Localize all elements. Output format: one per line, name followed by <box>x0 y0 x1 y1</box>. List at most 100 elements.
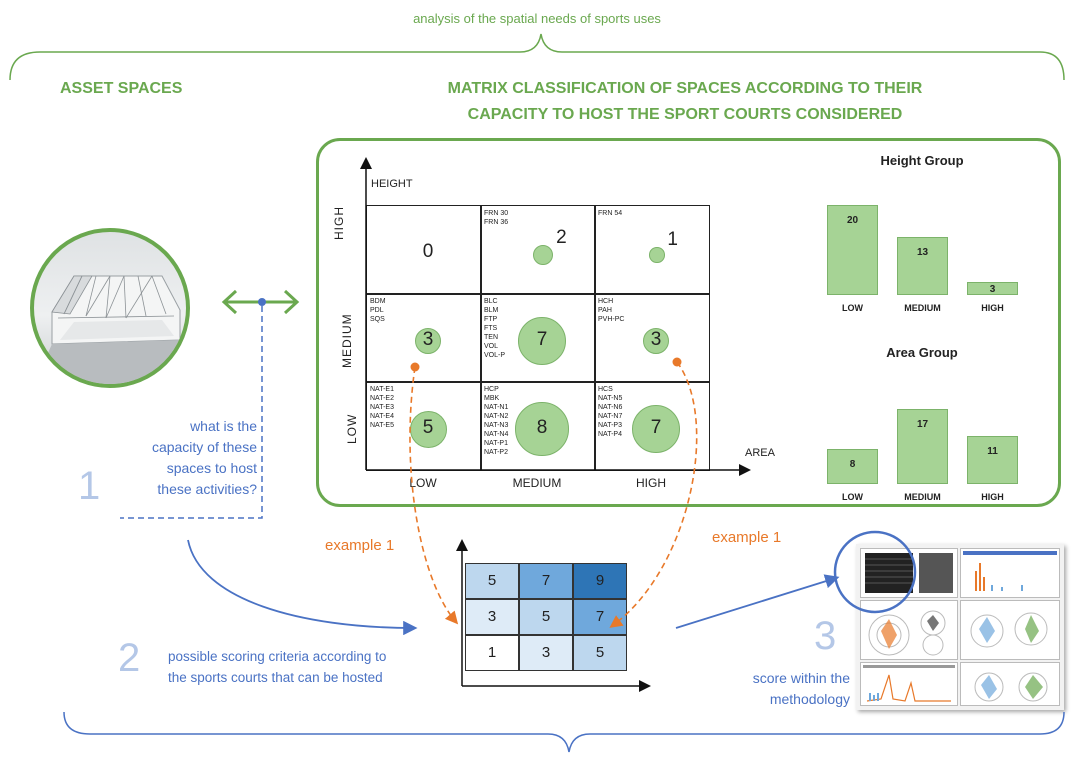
example-label-left: example 1 <box>325 537 395 554</box>
scoring-line-2: the sports courts that can be hosted <box>168 670 383 685</box>
bar-high <box>967 281 1018 295</box>
radar-thumb-icon <box>868 610 946 656</box>
radar-thumb-icon-3 <box>974 672 1048 702</box>
question-line-2: capacity of these <box>151 439 257 455</box>
matrix-cell-items: NAT-E1 NAT-E2 NAT-E3 NAT-E4 NAT-E5 <box>370 386 394 429</box>
thumb-panel-radar-2 <box>960 600 1060 660</box>
score-cell: 5 <box>465 563 519 599</box>
count-bubble <box>515 402 569 456</box>
matrix-cell-high-high <box>594 205 710 295</box>
matrix-cell-medium-high <box>594 293 710 383</box>
col-label-high: HIGH <box>636 476 666 490</box>
highlight-circle <box>833 530 917 614</box>
score-cell: 5 <box>519 599 573 635</box>
orange-dashed-arrow-right <box>609 361 698 628</box>
bar-category-label: HIGH <box>981 303 1004 313</box>
score-cell: 9 <box>573 563 627 599</box>
count-bubble <box>414 327 442 355</box>
y-axis-label: HEIGHT <box>371 178 413 190</box>
count-bubble <box>642 327 670 355</box>
question-line-4: these activities? <box>157 481 257 497</box>
count-bubble <box>649 247 665 263</box>
matrix-cell-items: FRN 54 <box>598 210 623 217</box>
col-label-medium: MEDIUM <box>512 476 562 490</box>
count-label: 2 <box>556 226 567 248</box>
score-cell: 5 <box>573 635 627 671</box>
bar-category-label: MEDIUM <box>904 303 941 313</box>
bar-value-label: 20 <box>846 215 859 226</box>
count-label: 7 <box>536 329 548 350</box>
matrix-cell-items: HCS NAT-N5 NAT-N6 NAT-N7 NAT-P3 NAT-P4 <box>598 386 623 438</box>
x-axis-label: AREA <box>745 447 775 459</box>
count-bubble <box>632 405 680 453</box>
count-bubble <box>518 317 566 365</box>
line-chart-thumb-icon <box>863 665 955 702</box>
result-line-1: score within the <box>752 670 850 686</box>
bar-category-label: HIGH <box>981 492 1004 502</box>
bar-value-label: 11 <box>987 445 998 457</box>
score-cell: 7 <box>519 563 573 599</box>
matrix-title-line1: MATRIX CLASSIFICATION OF SPACES ACCORDIN… <box>447 80 923 97</box>
blue-arrow-to-methodology <box>675 574 840 629</box>
canopy-structure-icon <box>34 275 186 384</box>
matrix-cell-items: HCP MBK NAT-N1 NAT-N2 NAT-N3 NAT-N4 NAT-… <box>484 386 509 456</box>
matrix-cell-items: FRN 30 FRN 36 <box>484 210 509 226</box>
count-label: 8 <box>536 417 548 438</box>
question-line-3: spaces to host <box>166 460 257 476</box>
orange-dashed-arrow-left <box>409 366 459 625</box>
result-line-2: methodology <box>769 691 850 707</box>
top-label: analysis of the spatial needs of sports … <box>413 11 661 26</box>
score-cell: 3 <box>465 599 519 635</box>
question-line-1: what is the <box>190 418 257 434</box>
result-text: score within the methodology <box>708 668 850 710</box>
bar-category-label: MEDIUM <box>904 492 941 502</box>
matrix-panel <box>316 138 1061 507</box>
example-label-right: example 1 <box>712 529 782 546</box>
score-cell: 1 <box>465 635 519 671</box>
matrix-cell-items: HCH PAH PVH-PC <box>598 298 625 323</box>
bar-medium <box>897 236 948 295</box>
step-3-number: 3 <box>814 614 837 658</box>
asset-photo <box>30 228 190 388</box>
step-2-number: 2 <box>118 636 141 680</box>
count-bubble <box>532 244 554 266</box>
matrix-cell-high-medium <box>480 205 596 295</box>
bar-medium <box>897 409 948 484</box>
bottom-brace <box>63 711 1065 753</box>
bar-category-label: LOW <box>842 303 863 313</box>
thumb-panel-radar-1 <box>860 600 958 660</box>
height-group-title: Height Group <box>880 153 964 168</box>
blue-arrow-to-score <box>187 539 418 636</box>
count-label: 3 <box>650 329 662 350</box>
top-brace <box>9 33 1065 81</box>
bar-category-label: LOW <box>842 492 863 502</box>
thumb-panel-table <box>860 548 958 598</box>
radar-thumb-icon-2 <box>970 612 1048 648</box>
col-label-low: LOW <box>409 476 437 490</box>
connector-dot <box>258 298 266 306</box>
bar-high <box>967 435 1018 484</box>
thumb-panel-radar-3 <box>960 662 1060 706</box>
thumb-panel-lines <box>860 662 958 706</box>
asset-spaces-title: ASSET SPACES <box>60 80 183 97</box>
count-label: 7 <box>650 417 662 438</box>
bar-value-label: 8 <box>849 458 856 470</box>
count-label: 5 <box>422 417 434 438</box>
bar-low <box>827 448 878 484</box>
question-text: what is the capacity of these spaces to … <box>122 416 257 500</box>
count-label: 0 <box>422 241 434 262</box>
matrix-cell-items: BDM PDL SQS <box>370 298 386 323</box>
scoring-text: possible scoring criteria according to t… <box>168 646 458 688</box>
methodology-thumbnail <box>856 544 1064 710</box>
step-1-number: 1 <box>78 464 101 508</box>
table-thumb-icon <box>865 553 953 593</box>
count-label: 3 <box>422 329 434 350</box>
count-label: 1 <box>667 229 678 251</box>
thumb-panel-histogram <box>960 548 1060 598</box>
matrix-title-line2: CAPACITY TO HOST THE SPORT COURTS CONSID… <box>467 106 903 123</box>
question-dashed-connector <box>120 306 263 519</box>
scoring-line-1: possible scoring criteria according to <box>168 649 387 664</box>
score-cell: 3 <box>519 635 573 671</box>
matrix-cell-items: BLC BLM FTP FTS TEN VOL VOL-P <box>484 298 506 359</box>
